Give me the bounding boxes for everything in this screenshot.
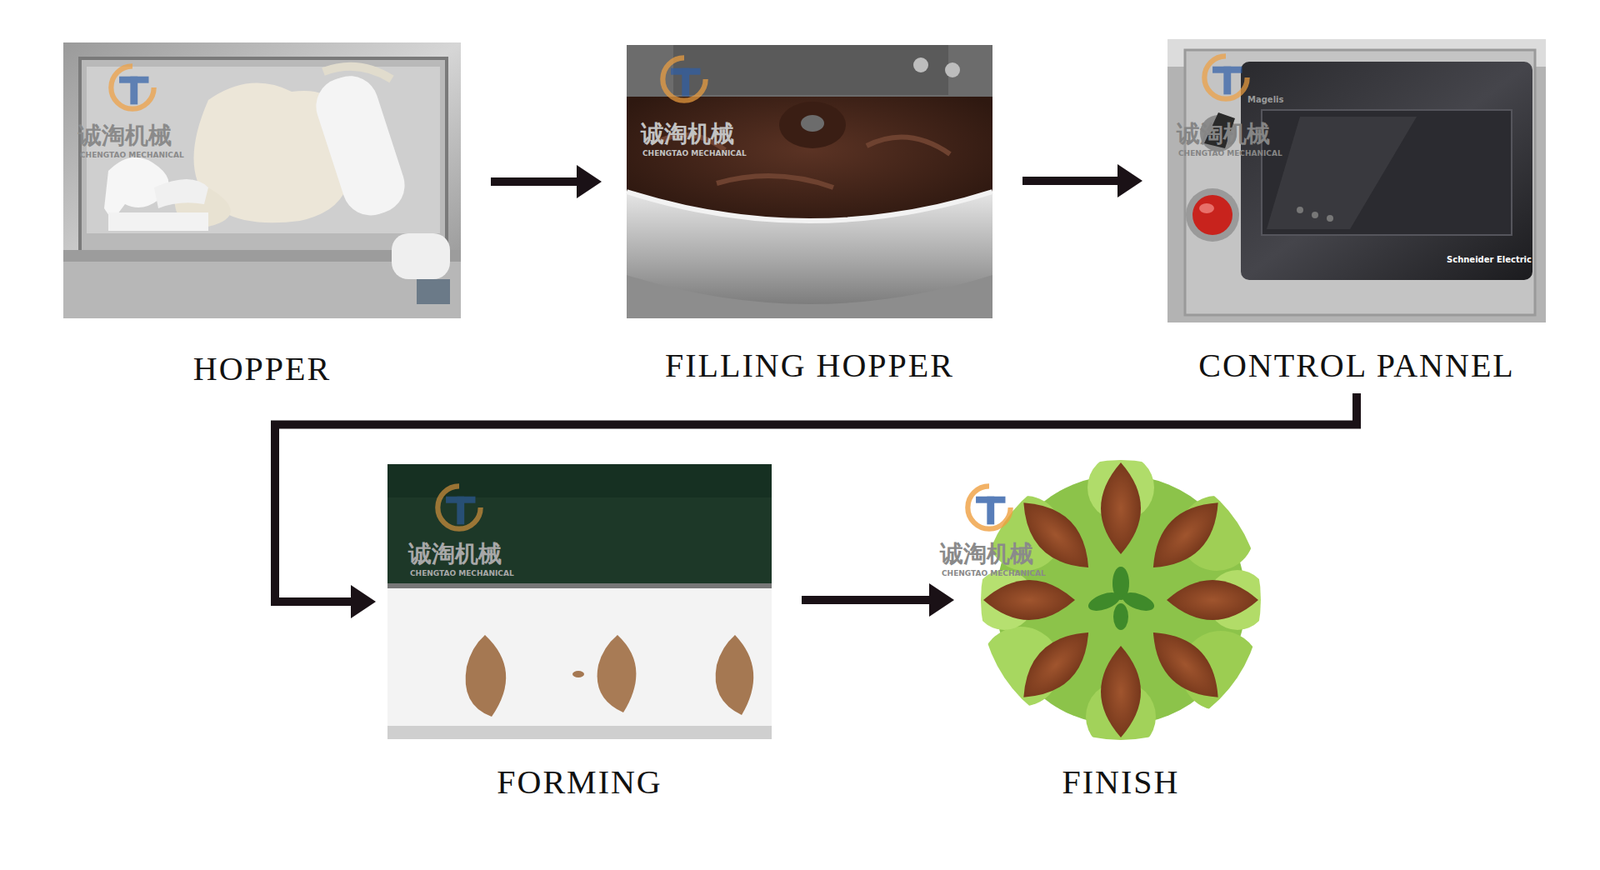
watermark-text: CHENGTAO MECHANICAL: [941, 570, 1046, 579]
step-caption: FORMING: [496, 763, 662, 802]
watermark-text: 诚淘机械: [78, 123, 172, 150]
process-step: FORMING: [387, 464, 772, 802]
process-step: FINISH: [979, 460, 1263, 802]
filling-hopper-photo: [626, 45, 993, 319]
process-step: CONTROL PANNEL: [1167, 39, 1546, 385]
watermark-text: 诚淘机械: [940, 541, 1034, 568]
flow-arrow: [490, 165, 602, 199]
flow-arrow: [801, 583, 955, 617]
step-caption: CONTROL PANNEL: [1198, 346, 1515, 385]
watermark-text: CHENGTAO MECHANICAL: [642, 150, 747, 159]
watermark-text: CHENGTAO MECHANICAL: [410, 570, 515, 579]
flow-arrow: [275, 393, 1357, 619]
watermark-text: 诚淘机械: [1176, 121, 1270, 148]
step-caption: FILLING HOPPER: [665, 346, 955, 385]
forming-photo: [387, 464, 772, 740]
step-caption: FINISH: [1062, 763, 1180, 802]
watermark-text: 诚淘机械: [640, 121, 735, 148]
finished-product-photo: [967, 454, 1268, 752]
watermark-text: Schneider Electric: [1446, 255, 1532, 265]
watermark-text: CHENGTAO MECHANICAL: [80, 151, 185, 160]
process-step: HOPPER: [63, 42, 461, 389]
step-caption: HOPPER: [193, 350, 331, 389]
watermark-text: Magelis: [1247, 95, 1284, 105]
watermark-text: CHENGTAO MECHANICAL: [1178, 150, 1283, 159]
process-step: FILLING HOPPER: [626, 42, 993, 385]
control-panel-photo: [1167, 39, 1546, 323]
watermark-text: 诚淘机械: [408, 541, 502, 568]
flow-arrow: [1022, 164, 1143, 198]
hopper-photo: [63, 42, 461, 319]
